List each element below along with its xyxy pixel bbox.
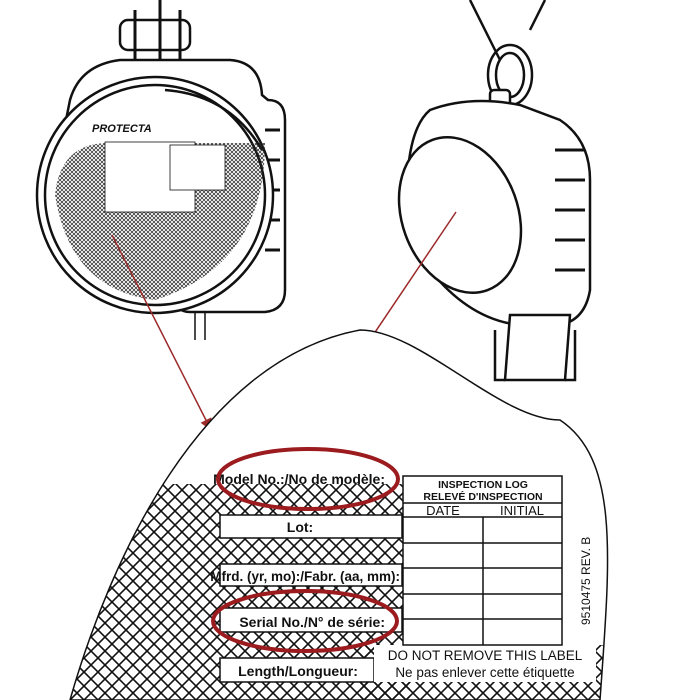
date-column-header: DATE [426, 503, 460, 518]
warning-french: Ne pas enlever cette étiquette [395, 665, 574, 680]
model-number-label: Model No.:/No de modèle: [213, 471, 385, 487]
arrow-from-left-label [111, 234, 212, 431]
serial-number-label: Serial No./N° de série: [239, 614, 385, 630]
warning-english: DO NOT REMOVE THIS LABEL [388, 648, 583, 663]
serial-field [219, 607, 403, 633]
initial-column-header: INITIAL [500, 503, 544, 518]
inspection-log-title-fr: RELEVÉ D'INSPECTION [423, 490, 542, 503]
length-label: Length/Longueur: [238, 663, 358, 679]
lot-field [219, 514, 403, 539]
model-number-highlight [216, 447, 400, 511]
small-brand-logo: PROTECTA [92, 123, 152, 135]
magnified-label: Model No.:/No de modèle: Lot: Mfrd. (yr,… [69, 329, 609, 700]
lot-label: Lot: [287, 519, 313, 535]
right-device-side-view [397, 0, 592, 382]
left-device-front-view [35, 0, 287, 340]
inspection-log-title: INSPECTION LOG [438, 479, 528, 491]
inspection-log-table [402, 475, 563, 646]
mfrd-label: Mfrd. (yr, mo):/Fabr. (aa, mm): [210, 569, 400, 584]
part-number: 9510475 REV. B [579, 537, 593, 625]
mfrd-field [219, 563, 403, 587]
serial-number-highlight [211, 589, 399, 653]
